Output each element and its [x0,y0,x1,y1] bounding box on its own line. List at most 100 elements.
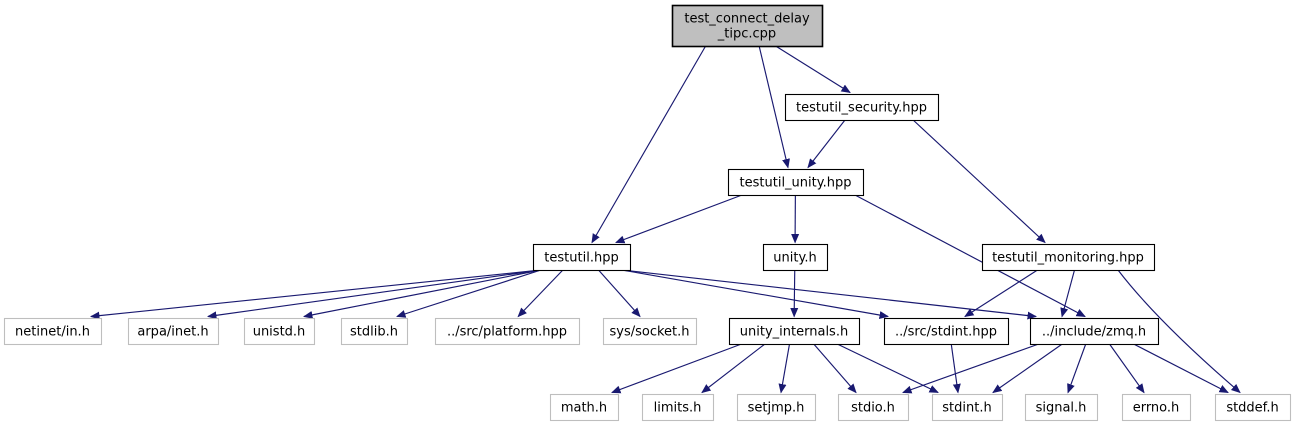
node-label-unityhpp: testutil_unity.hpp [740,176,852,191]
node-label-root: test_connect_delay_tipc.cpp [684,12,810,42]
node-box-stdint [931,393,1004,422]
graph-edge-zmqh-signal [1067,343,1087,394]
node-box-syssocket [602,317,698,346]
node-label-unistd: unistd.h [253,325,306,340]
node-label-limits: limits.h [654,401,702,416]
graph-edge-uinternals-stdio [813,343,857,394]
graph-edge-testutil-netinet [90,269,542,320]
graph-edge-testutil-syssocket [598,269,641,318]
node-box-stddef [1214,393,1292,422]
graph-edge-unityhpp-zmqh [854,194,1086,318]
graph-edge-zmqh-stdint [992,343,1063,394]
node-label-signal: signal.h [1036,401,1087,416]
graph-edge-testutil-stdlib [396,269,542,318]
graph-edge-unityh-uinternals [790,269,799,318]
graph-edge-zmqh-stdio [902,343,1039,394]
graph-node-uinternals[interactable]: unity_internals.h [728,317,861,346]
graph-node-testutil[interactable]: testutil.hpp [532,243,632,272]
node-box-unityhpp [727,168,865,197]
node-box-zmqh [1029,317,1160,346]
graph-edge-uinternals-stdint [837,343,939,394]
graph-edge-zmqh-stddef [1133,343,1229,394]
graph-edge-root-security [775,45,851,94]
node-box-unityh [762,243,829,272]
node-label-platform: ../src/platform.hpp [447,325,567,340]
graph-edge-security-unityhpp [807,119,846,169]
graph-edge-stdinthpp-stdint [950,343,961,394]
node-box-errno [1121,393,1192,422]
node-box-math [549,393,620,422]
graph-node-setjmp: setjmp.h [736,393,817,422]
graph-node-math: math.h [549,393,620,422]
graph-edge-monitoring-zmqh [1060,269,1076,318]
node-label-setjmp: setjmp.h [748,401,805,416]
node-label-math: math.h [561,401,607,416]
graph-node-signal: signal.h [1024,393,1099,422]
node-box-platform [434,317,581,346]
node-box-testutil [532,243,632,272]
node-box-unistd [243,317,316,346]
node-box-signal [1024,393,1099,422]
node-box-uinternals [728,317,861,346]
graph-edge-security-monitoring [912,119,1046,244]
node-box-setjmp [736,393,817,422]
node-box-stdio [837,393,910,422]
graph-node-errno: errno.h [1121,393,1192,422]
graph-edge-testutil-platform [517,269,564,318]
node-label-stdinthpp: ../src/stdint.hpp [895,325,997,340]
graph-edge-monitoring-stdinthpp [964,269,1038,318]
graph-edge-testutil-arpa [207,269,542,320]
graph-node-stddef: stddef.h [1214,393,1292,422]
node-label-errno: errno.h [1133,401,1180,416]
node-box-limits [641,393,715,422]
graph-edge-zmqh-errno [1109,343,1145,394]
graph-node-unistd: unistd.h [243,317,316,346]
node-label-netinet: netinet/in.h [15,325,90,340]
graph-edge-testutil-stdinthpp [621,269,889,319]
graph-edge-uinternals-limits [701,343,766,394]
graph-node-arpa: arpa/inet.h [127,317,220,346]
node-box-security [784,93,940,122]
node-label-stdint: stdint.h [942,401,991,416]
node-label-arpa: arpa/inet.h [137,325,208,340]
node-box-netinet [3,317,103,346]
node-label-security: testutil_security.hpp [796,101,927,116]
graph-edge-monitoring-stddef [1117,269,1241,394]
node-label-uinternals: unity_internals.h [740,325,848,340]
node-box-root [671,4,824,48]
graph-edge-unityhpp-testutil [615,194,743,244]
graph-node-stdint: stdint.h [931,393,1004,422]
node-box-stdlib [340,317,409,346]
graph-node-platform: ../src/platform.hpp [434,317,581,346]
graph-node-monitoring[interactable]: testutil_monitoring.hpp [981,243,1156,272]
graph-edge-root-testutil [591,45,707,244]
graph-edge-uinternals-math [611,343,742,394]
graph-node-unityhpp[interactable]: testutil_unity.hpp [727,168,865,197]
graph-node-syssocket: sys/socket.h [602,317,698,346]
node-label-syssocket: sys/socket.h [609,325,689,340]
node-label-stddef: stddef.h [1226,401,1278,416]
graph-edge-uinternals-setjmp [778,343,791,394]
graph-node-security[interactable]: testutil_security.hpp [784,93,940,122]
graph-edge-root-unityhpp [758,45,790,169]
graph-node-stdlib: stdlib.h [340,317,409,346]
graph-node-root: test_connect_delay_tipc.cpp [671,4,824,48]
graph-node-zmqh[interactable]: ../include/zmq.h [1029,317,1160,346]
graph-node-stdinthpp[interactable]: ../src/stdint.hpp [883,317,1010,346]
graph-edge-testutil-unistd [303,269,542,319]
graph-node-netinet: netinet/in.h [3,317,103,346]
node-label-monitoring: testutil_monitoring.hpp [992,251,1144,266]
graph-node-unityh[interactable]: unity.h [762,243,829,272]
node-label-zmqh: ../include/zmq.h [1042,325,1146,340]
node-box-stdinthpp [883,317,1010,346]
node-label-stdlib: stdlib.h [350,325,398,340]
node-box-arpa [127,317,220,346]
node-label-unityh: unity.h [773,251,816,266]
node-box-monitoring [981,243,1156,272]
graph-node-stdio: stdio.h [837,393,910,422]
node-label-testutil: testutil.hpp [544,251,618,266]
graph-node-limits: limits.h [641,393,715,422]
